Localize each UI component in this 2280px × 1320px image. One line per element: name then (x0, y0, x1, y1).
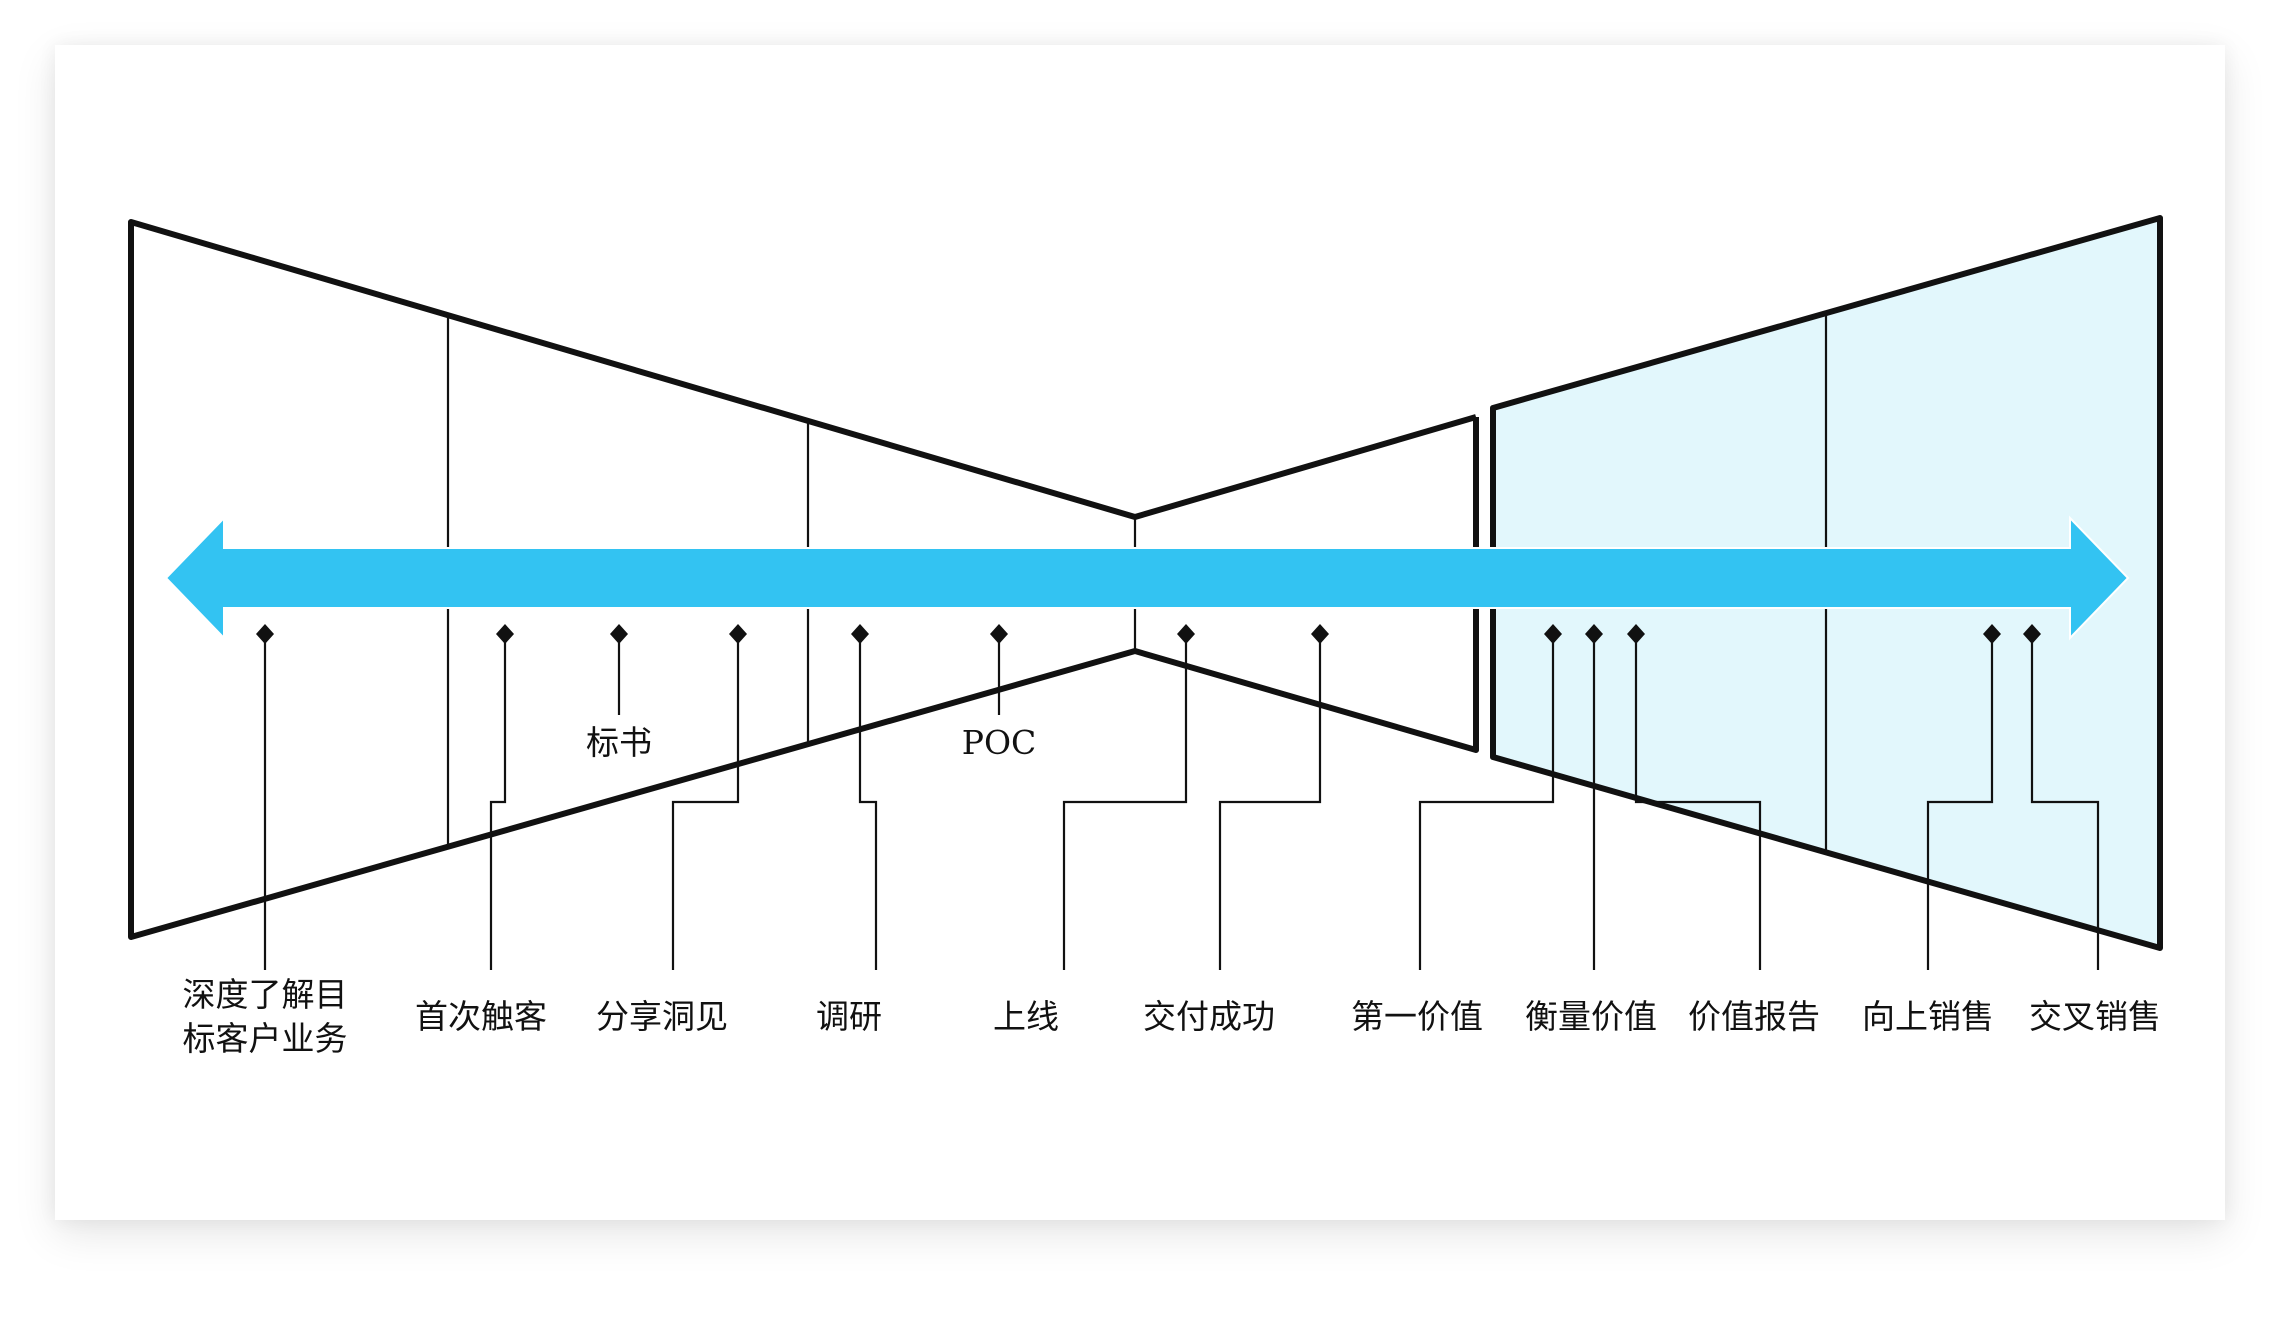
leader-upsell (1926, 634, 1994, 970)
label-cross-sell: 交叉销售 (2029, 997, 2161, 1036)
marker-measure-value (1585, 624, 1603, 644)
leader-share-insights (671, 634, 740, 970)
marker-poc (990, 624, 1008, 644)
leader-first-value (1418, 634, 1555, 970)
leader-lines (263, 634, 2100, 970)
label-first-value: 第一价值 (1351, 997, 1483, 1036)
marker-bid (610, 624, 628, 644)
marker-delivery-success (1311, 624, 1329, 644)
label-measure-value: 衡量价值 (1525, 997, 1657, 1036)
marker-share-insights (729, 624, 747, 644)
marker-research (851, 624, 869, 644)
marker-first-contact (496, 624, 514, 644)
label-deep-understanding-line2: 标客户业务 (183, 1019, 348, 1058)
leader-first-contact (489, 634, 507, 970)
label-share-insights: 分享洞见 (596, 997, 728, 1036)
marker-deep-understanding (256, 624, 274, 644)
marker-cross-sell (2023, 624, 2041, 644)
leader-delivery-success (1218, 634, 1322, 970)
label-first-contact: 首次触客 (415, 997, 547, 1036)
marker-first-value (1544, 624, 1562, 644)
marker-go-live (1177, 624, 1195, 644)
marker-value-report (1627, 624, 1645, 644)
leader-value-report (1634, 634, 1762, 970)
label-bid: 标书 (586, 723, 652, 762)
label-upsell: 向上销售 (1862, 997, 1994, 1036)
marker-upsell (1983, 624, 2001, 644)
label-deep-understanding-line1: 深度了解目 (183, 975, 348, 1014)
label-research: 调研 (816, 997, 882, 1036)
leader-research (858, 634, 878, 970)
leader-go-live (1062, 634, 1188, 970)
label-delivery-success: 交付成功 (1143, 997, 1275, 1036)
label-value-report: 价值报告 (1688, 997, 1820, 1036)
leader-cross-sell (2030, 634, 2100, 970)
stage-labels: 深度了解目 标客户业务 首次触客 分享洞见 调研 上线 交付成功 第一价值 衡量… (183, 975, 2162, 1058)
label-poc: POC (962, 723, 1037, 762)
timeline-arrow (164, 515, 2130, 641)
milestone-markers (256, 624, 2041, 644)
label-go-live: 上线 (993, 997, 1059, 1036)
